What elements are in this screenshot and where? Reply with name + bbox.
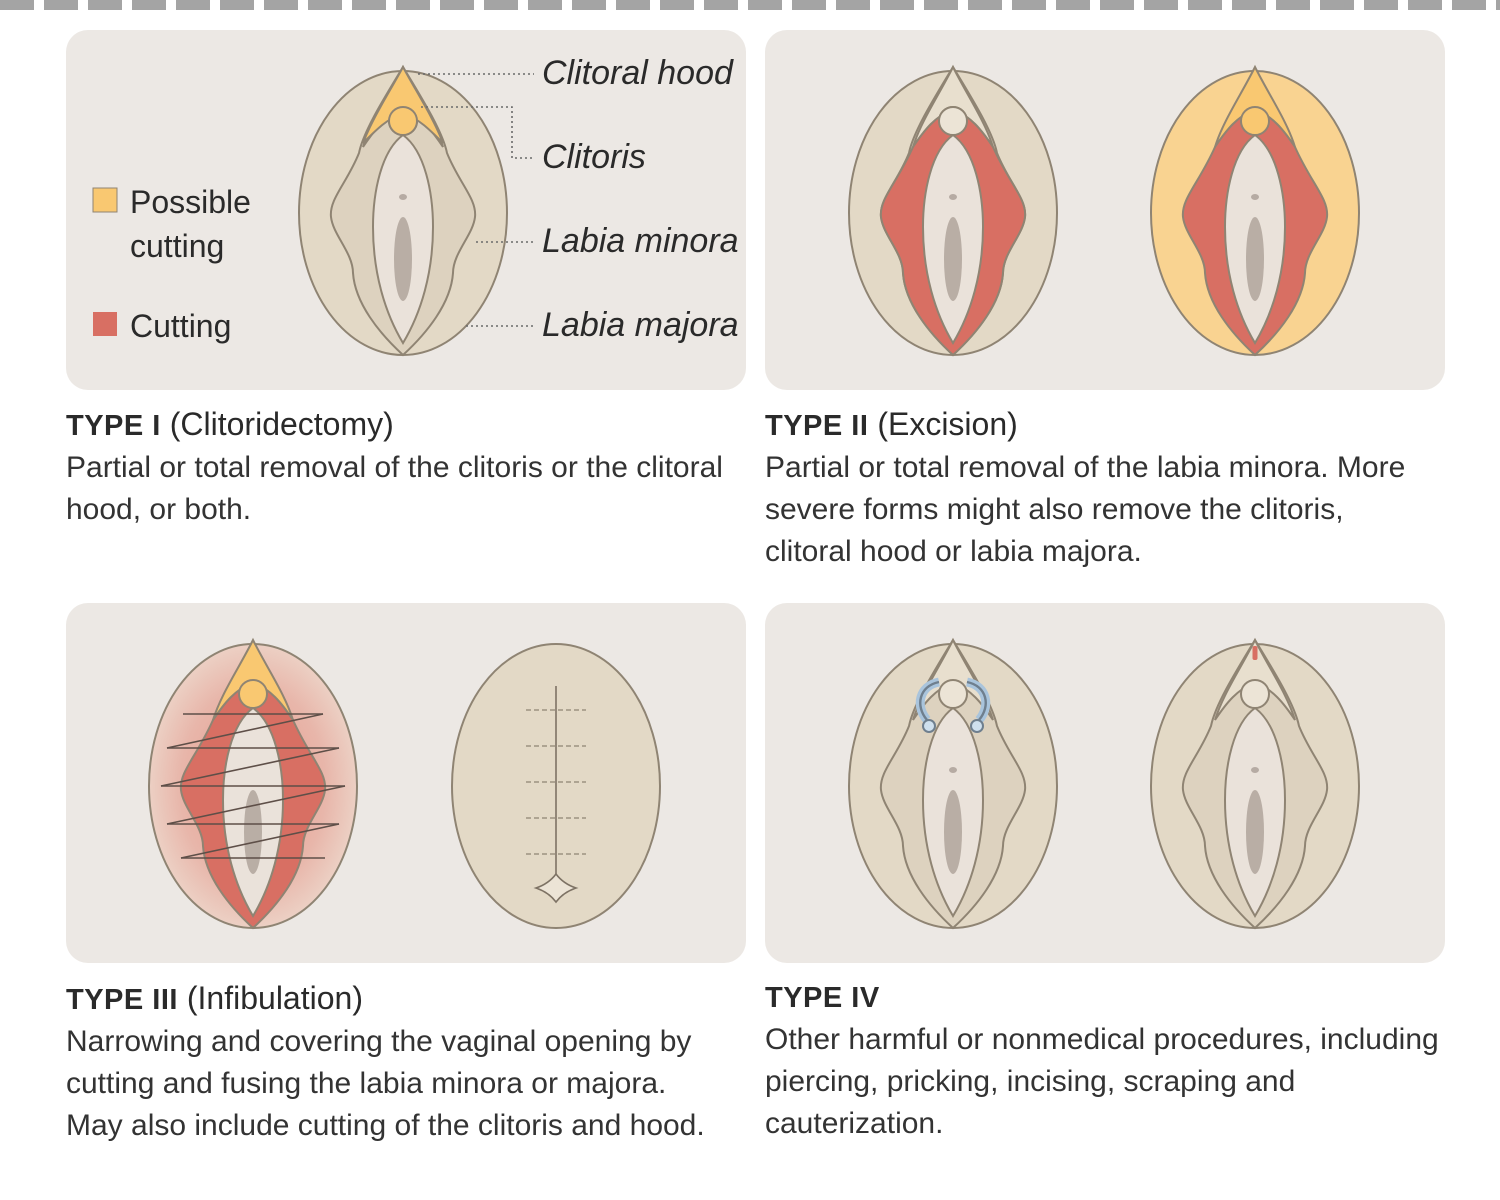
- type-i-illustration: [92, 64, 534, 356]
- label-clitoris: Clitoris: [542, 138, 646, 176]
- type-label: TYPE IV: [765, 982, 880, 1014]
- pricking-mark: [1252, 646, 1258, 660]
- type-ii-caption: TYPE II (Excision) Partial or total remo…: [765, 404, 1445, 573]
- type-iii-illustration: [148, 637, 661, 930]
- label-clitoral-hood: Clitoral hood: [542, 54, 733, 92]
- type-ii-illustration: [848, 64, 1360, 357]
- type-iv-panel: [765, 603, 1445, 963]
- type-name: (Clitoridectomy): [169, 406, 394, 442]
- cutting-swatch: [93, 312, 117, 336]
- type-iv-illustration: [848, 639, 1360, 929]
- legend-possible-cutting: Possible cutting: [130, 184, 251, 264]
- type-iv-heading: TYPE IV: [765, 976, 1445, 1018]
- type-description: Other harmful or nonmedical procedures, …: [765, 1023, 1439, 1140]
- type-iv-pricking: [1150, 639, 1360, 929]
- type-ii-panel: [765, 30, 1445, 390]
- type-ii-heading: TYPE II (Excision): [765, 404, 1445, 446]
- type-label: TYPE III: [66, 984, 178, 1016]
- clitoris-highlight: [388, 106, 418, 136]
- type-label: TYPE II: [765, 410, 869, 442]
- type-iv-caption: TYPE IV Other harmful or nonmedical proc…: [765, 976, 1445, 1145]
- type-name: (Infibulation): [186, 980, 363, 1016]
- type-description: Narrowing and covering the vaginal openi…: [66, 1025, 705, 1142]
- label-labia-majora: Labia majora: [542, 306, 739, 344]
- type-iii-heading: TYPE III (Infibulation): [66, 978, 746, 1020]
- type-i-heading: TYPE I (Clitoridectomy): [66, 404, 746, 446]
- type-i-panel: Clitoral hood Clitoris Labia minora Labi…: [66, 30, 746, 390]
- type-label: TYPE I: [66, 410, 161, 442]
- type-iii-caption: TYPE III (Infibulation) Narrowing and co…: [66, 978, 746, 1147]
- type-iii-infibulation: [148, 637, 358, 930]
- type-i-caption: TYPE I (Clitoridectomy) Partial or total…: [66, 404, 746, 531]
- type-description: Partial or total removal of the clitoris…: [66, 451, 723, 526]
- type-name: (Excision): [877, 406, 1018, 442]
- type-iii-panel: [66, 603, 746, 963]
- cropped-header-text: [0, 0, 1500, 10]
- possible-cutting-swatch: [92, 187, 118, 213]
- type-description: Partial or total removal of the labia mi…: [765, 451, 1406, 568]
- type-iii-sealed: [451, 643, 661, 929]
- legend-cutting: Cutting: [130, 308, 232, 344]
- leader-lines: [418, 73, 534, 327]
- piercing-ring-icon: [915, 677, 991, 723]
- type-ii-severe: [1150, 64, 1360, 357]
- suture-lines: [160, 713, 346, 859]
- type-ii-minora-only: [848, 66, 1058, 357]
- label-labia-minora: Labia minora: [542, 222, 739, 260]
- type-iv-piercing: [848, 639, 1058, 929]
